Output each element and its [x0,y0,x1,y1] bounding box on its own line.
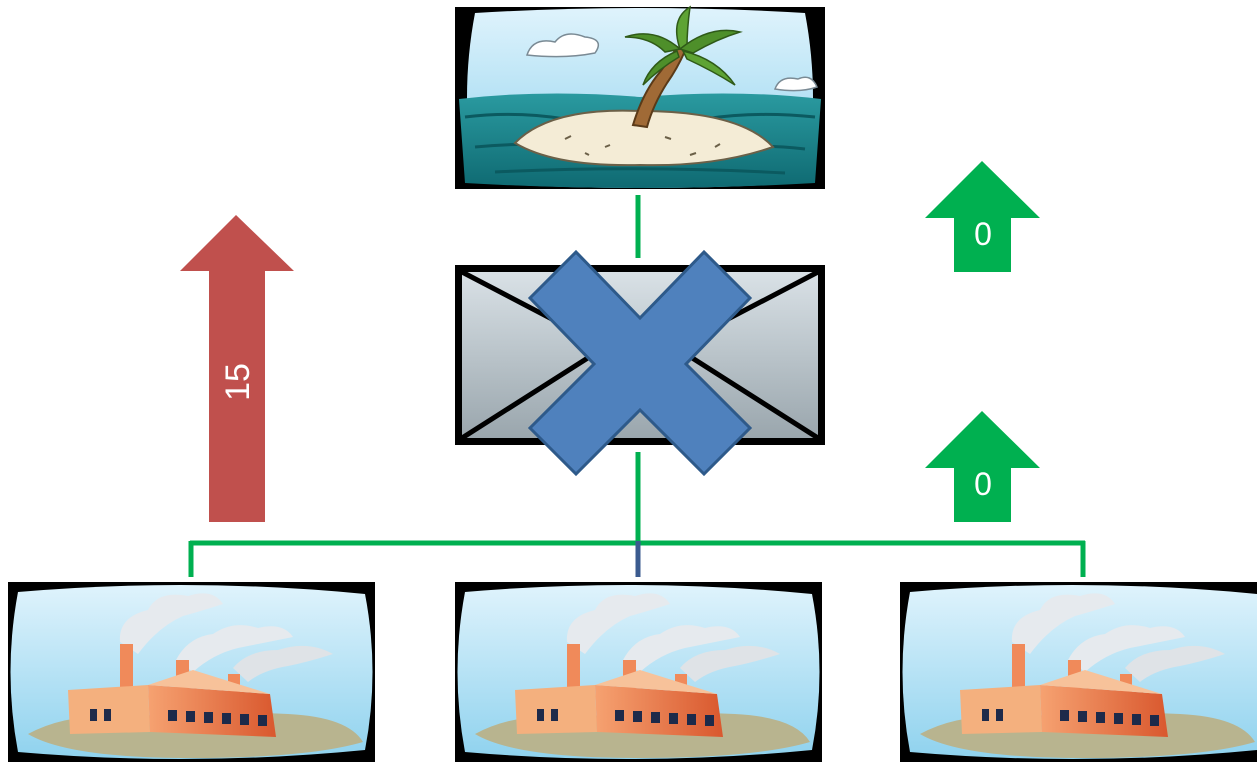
arrow-left-label: 15 [219,363,257,401]
factory-icon [900,582,1257,762]
arrow-lower-right-shape [925,411,1040,522]
arrow-upper-right-label: 0 [974,216,992,252]
arrow-upper-right-green: 0 [925,161,1040,272]
island-icon [455,5,825,189]
factory-icon [8,582,375,762]
factory-icon [455,582,822,762]
arrow-lower-right-green: 0 [925,411,1040,522]
arrow-lower-right-label: 0 [974,466,992,502]
blocked-x-icon [527,249,753,477]
arrow-left-shape [180,215,294,522]
arrow-left-red: 15 [180,215,294,522]
arrow-upper-right-shape [925,161,1040,272]
